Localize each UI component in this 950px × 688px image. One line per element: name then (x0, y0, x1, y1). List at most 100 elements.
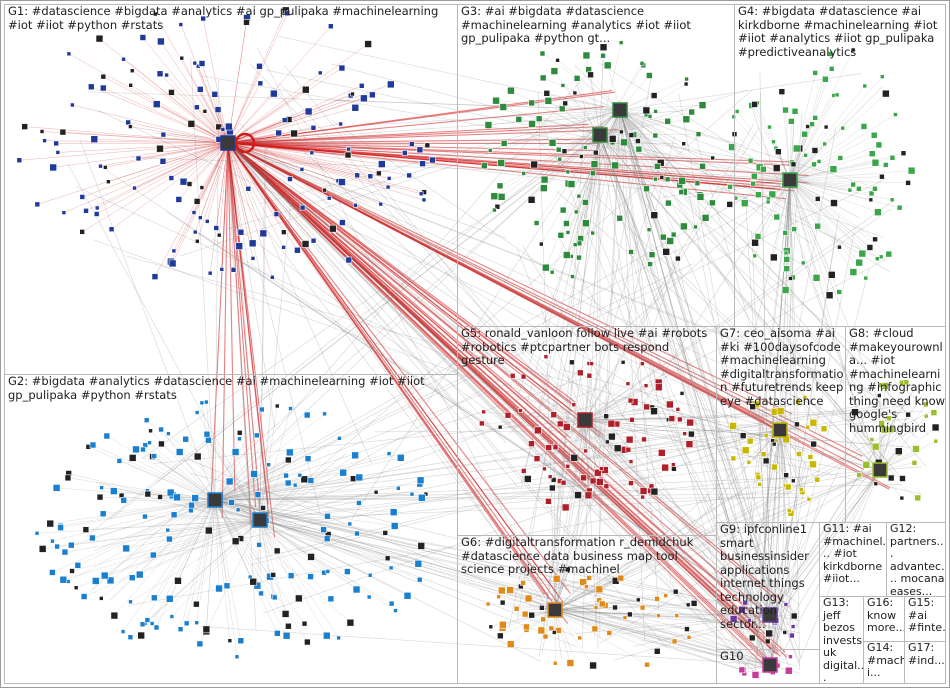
edge (202, 18, 229, 144)
edge (544, 129, 771, 666)
edge (259, 189, 293, 521)
vertex-node (878, 420, 885, 427)
edge (227, 142, 759, 619)
vertex-node (641, 436, 647, 443)
vertex-node (94, 205, 100, 211)
edge (694, 134, 781, 431)
vertex-node (49, 163, 57, 172)
edge (789, 179, 879, 213)
vertex-node (566, 659, 575, 667)
edge (599, 134, 767, 632)
edge (543, 77, 621, 111)
edge (214, 499, 769, 664)
vertex-node (873, 481, 879, 487)
edge (308, 469, 881, 521)
edge (536, 134, 601, 224)
edge (227, 142, 420, 151)
edge (214, 499, 640, 603)
edge (789, 179, 871, 201)
vertex-node (99, 84, 107, 92)
edge (584, 387, 659, 421)
edge (751, 105, 791, 181)
vertex-node (791, 108, 799, 115)
vertex-node (248, 239, 257, 248)
vertex-node (231, 448, 240, 456)
edge (789, 170, 912, 181)
edge (179, 451, 216, 501)
vertex-node (730, 455, 737, 462)
vertex-node (765, 199, 771, 205)
edge (214, 178, 887, 501)
edge (214, 493, 796, 501)
edge (510, 90, 601, 136)
vertex-node (376, 170, 382, 177)
edge (789, 179, 865, 438)
vertex-node (559, 206, 567, 214)
edge (250, 429, 781, 566)
vertex-node (194, 410, 200, 415)
vertex-node (528, 611, 536, 619)
vertex-node (540, 175, 549, 184)
vertex-node (109, 487, 118, 495)
edge (218, 142, 229, 236)
vertex-node (518, 408, 523, 413)
vertex-node (322, 411, 327, 417)
vertex-node (874, 256, 880, 262)
vertex-node (540, 616, 547, 623)
vertex-node (561, 503, 570, 512)
vertex-node (767, 124, 772, 130)
edge (227, 133, 295, 144)
vertex-node (317, 70, 323, 76)
edge (212, 238, 771, 616)
vertex-node (166, 431, 171, 436)
edge (584, 385, 647, 421)
vertex-node (193, 452, 202, 461)
edge (786, 469, 881, 626)
vertex-node (409, 141, 415, 147)
edge (227, 142, 507, 239)
edge (227, 142, 425, 193)
vertex-node (284, 10, 291, 17)
edge (37, 142, 229, 205)
edge (365, 109, 621, 126)
vertex-node (230, 267, 237, 273)
vertex-node (103, 432, 111, 440)
edge (208, 519, 261, 531)
vertex-node (292, 482, 298, 488)
vertex-node (497, 632, 504, 640)
edge (789, 179, 801, 497)
edge (227, 67, 343, 144)
vertex-node (896, 204, 903, 211)
vertex-node (816, 159, 822, 164)
vertex-node (685, 602, 691, 608)
edge (619, 109, 739, 451)
edge (604, 478, 771, 616)
vertex-node (204, 399, 209, 405)
edge (94, 138, 229, 144)
edge (214, 499, 392, 569)
edge (101, 499, 216, 599)
edge (227, 142, 425, 201)
vertex-node (635, 145, 643, 153)
edge (214, 193, 753, 501)
edge (154, 132, 791, 181)
vertex-node (283, 472, 289, 479)
vertex-node (386, 451, 392, 456)
vertex-node (576, 240, 583, 247)
edge (594, 134, 601, 494)
edge (789, 179, 878, 259)
vertex-node (174, 577, 182, 585)
vertex-node (640, 494, 645, 500)
vertex-node (560, 479, 567, 486)
edge (734, 133, 791, 181)
vertex-node (34, 530, 40, 536)
edge (531, 419, 586, 444)
edge (126, 519, 261, 549)
edge (789, 179, 795, 230)
edge (779, 411, 904, 431)
vertex-node (850, 47, 856, 53)
vertex-node (643, 383, 649, 388)
edge (214, 499, 351, 623)
edge (733, 116, 791, 181)
edge (619, 109, 647, 189)
